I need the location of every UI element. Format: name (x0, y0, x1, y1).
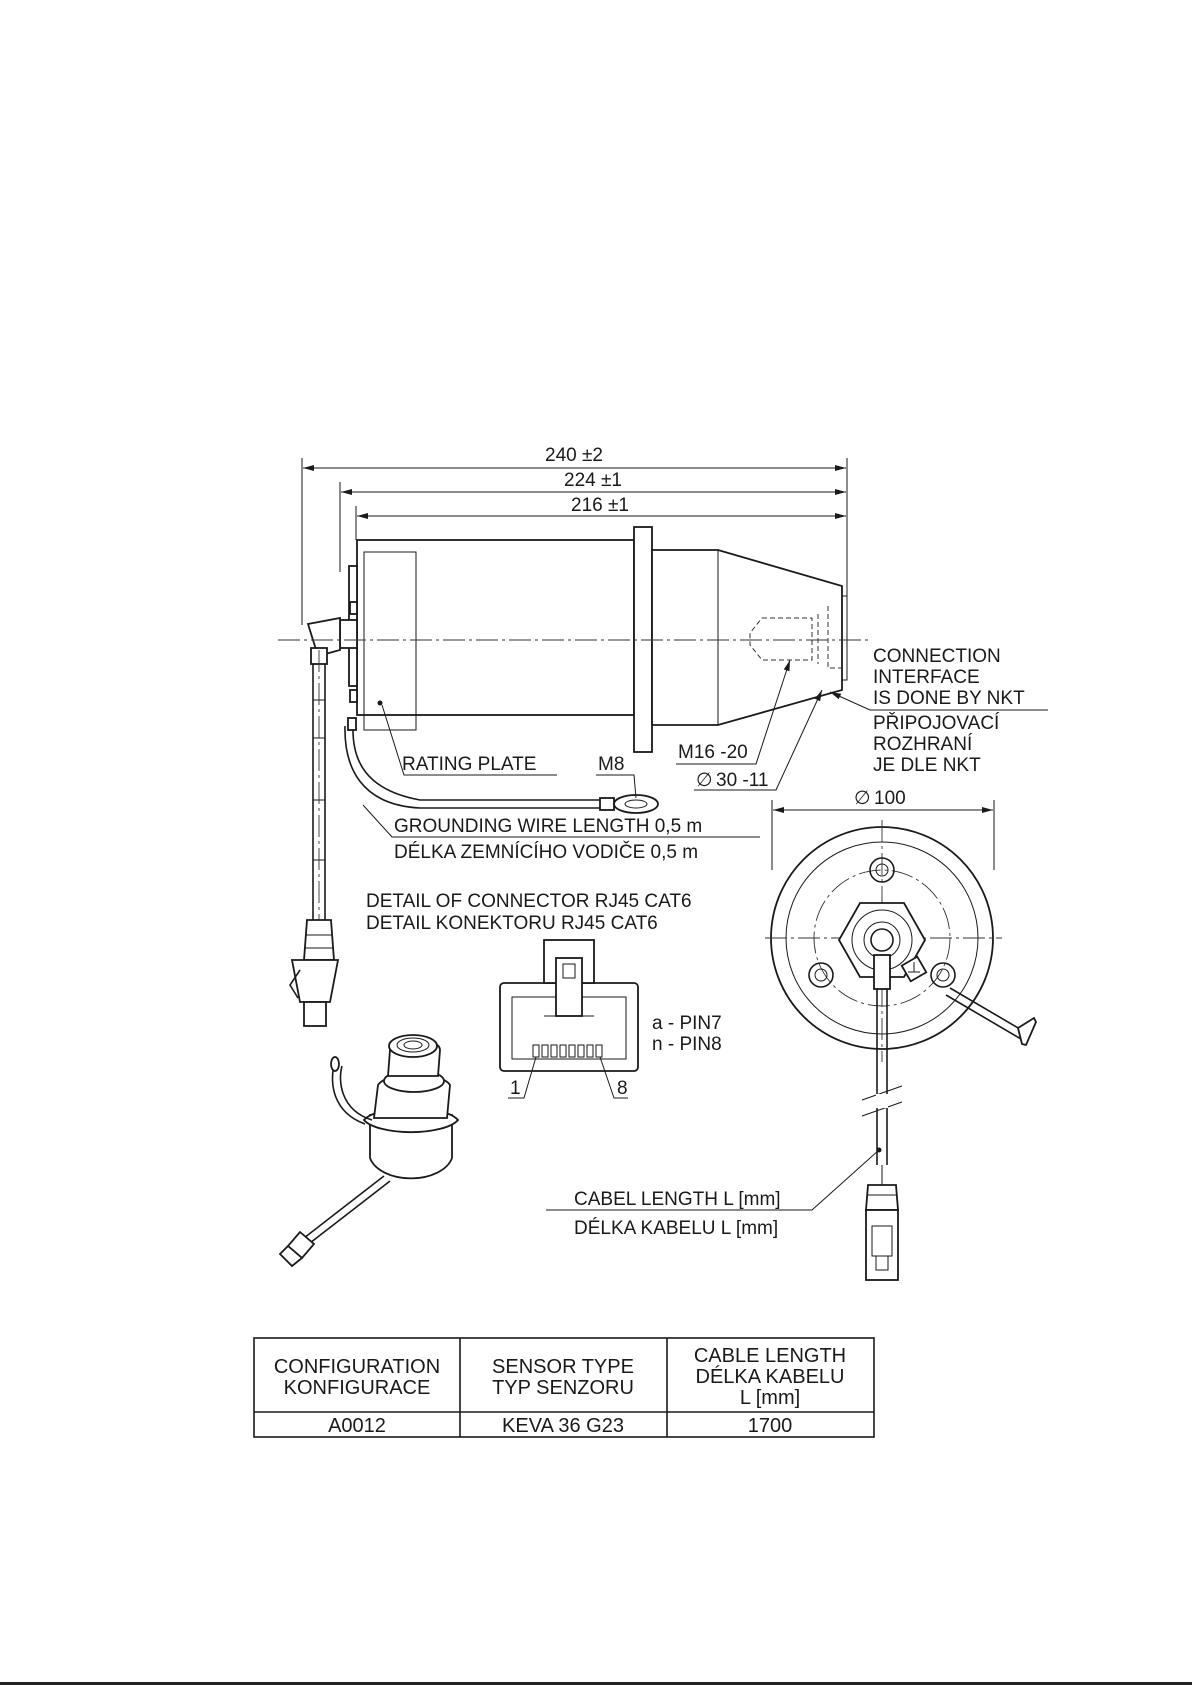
grounding-wire-label-en: GROUNDING WIRE LENGTH 0,5 m (394, 816, 702, 837)
header-configuration-en: CONFIGURATION (274, 1356, 440, 1378)
bolt-hole-top (869, 857, 895, 883)
rating-plate-label: RATING PLATE (402, 754, 536, 775)
configuration-table: CONFIGURATION KONFIGURACE SENSOR TYPE TY… (253, 1337, 875, 1438)
thread-label: M16 -20 (678, 742, 748, 763)
connection-interface-line-1: CONNECTION (873, 646, 1001, 667)
pin-label-8: 8 (617, 1078, 628, 1099)
ring-terminal-label: M8 (598, 754, 624, 775)
diameter-symbol: ∅ (696, 770, 713, 791)
dimension-224: 224 ±1 (564, 470, 622, 491)
header-sensor-type-en: SENSOR TYPE (492, 1356, 634, 1378)
grounding-wire (352, 725, 600, 801)
connector-detail-title-cz: DETAIL KONEKTORU RJ45 CAT6 (366, 913, 658, 934)
connector-detail: DETAIL OF CONNECTOR RJ45 CAT6 DETAIL KON… (366, 891, 722, 1099)
connection-interface-line-3: IS DONE BY NKT (873, 688, 1025, 709)
pin-label-a: a - PIN7 (652, 1013, 722, 1034)
sensor-body (356, 539, 635, 716)
isometric-view (278, 1034, 460, 1268)
cell-cable-length: 1700 (748, 1415, 793, 1437)
page-bottom-rule (0, 1682, 1192, 1685)
pin-label-1: 1 (510, 1078, 521, 1099)
sensor-flange (633, 526, 653, 753)
connection-interface-cz-line-2: ROZHRANÍ (873, 734, 973, 755)
cell-configuration: A0012 (328, 1415, 386, 1437)
cable-length-label-cz: DÉLKA KABELU L [mm] (574, 1218, 778, 1239)
cell-sensor-type: KEVA 36 G23 (502, 1415, 624, 1437)
header-cable-length-en: CABLE LENGTH (694, 1345, 846, 1367)
header-configuration-cz: KONFIGURACE (284, 1377, 431, 1399)
header-sensor-type-cz: TYP SENZORU (492, 1377, 634, 1399)
connector-detail-title-en: DETAIL OF CONNECTOR RJ45 CAT6 (366, 891, 692, 912)
front-view: ∅ 100 (546, 788, 1037, 1281)
connection-interface-cz-line-1: PŘIPOJOVACÍ (873, 712, 1000, 734)
connection-interface-cz-line-3: JE DLE NKT (873, 755, 981, 776)
grounding-wire-label-cz: DÉLKA ZEMNÍCÍHO VODIČE 0,5 m (394, 841, 698, 863)
cable-length-label-en: CABEL LENGTH L [mm] (574, 1189, 781, 1210)
hex-nut (837, 902, 927, 978)
sensor-nose (651, 549, 843, 726)
header-cable-length-cz: DÉLKA KABELU (696, 1365, 845, 1388)
bolt-hole-left (808, 962, 834, 988)
bore-label: 30 -11 (716, 770, 768, 791)
diameter-symbol-100: ∅ (854, 788, 871, 809)
bolt-hole-right (930, 962, 956, 988)
dimension-100: 100 (874, 788, 906, 809)
pin-label-n: n - PIN8 (652, 1034, 722, 1055)
dimension-240: 240 ±2 (545, 445, 603, 466)
dimension-216: 216 ±1 (571, 495, 629, 516)
side-view: 240 ±2 224 ±1 216 ±1 (278, 445, 1048, 1027)
header-cable-length-unit: L [mm] (740, 1387, 800, 1409)
rj45-pins (532, 1044, 603, 1058)
connection-interface-line-2: INTERFACE (873, 667, 980, 688)
